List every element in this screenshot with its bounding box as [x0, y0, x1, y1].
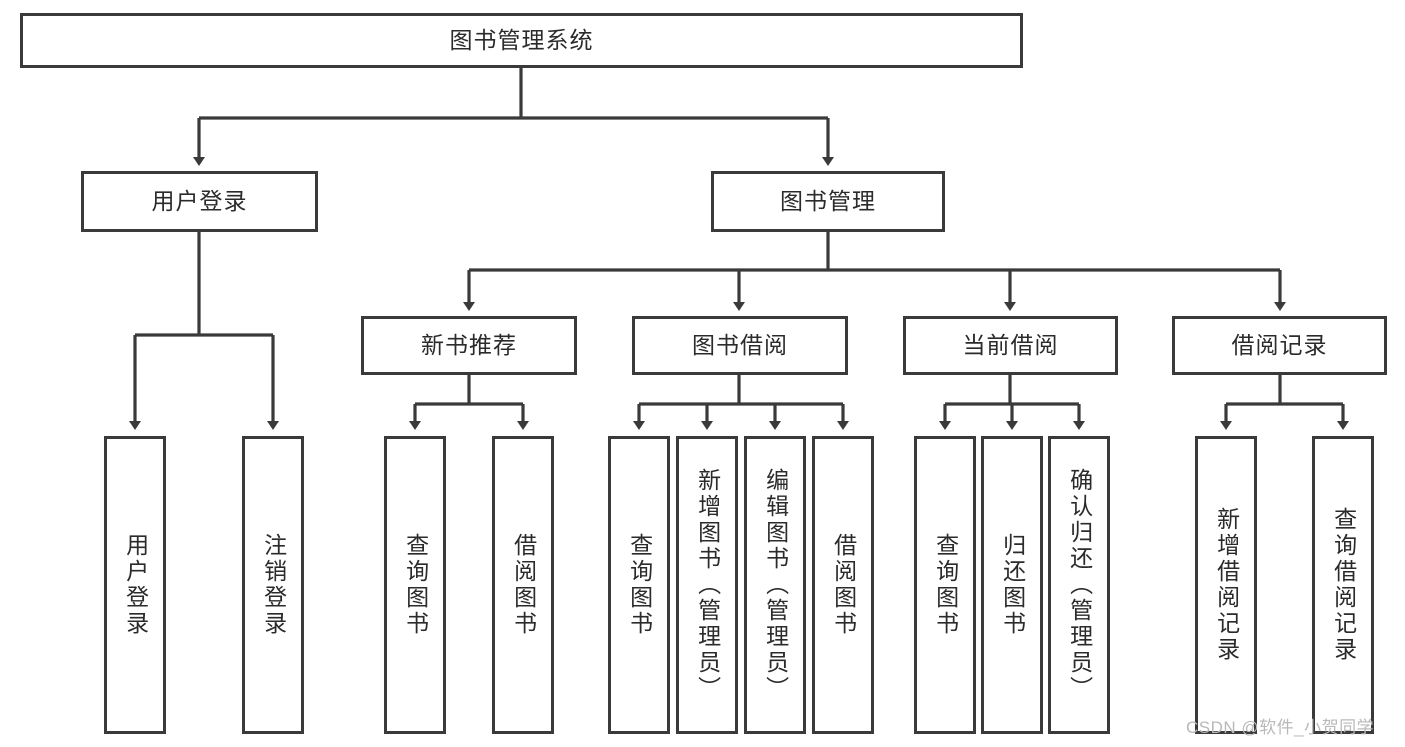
node-root-label: 图书管理系统: [449, 26, 594, 53]
leaf-borrow-book-1-label: 借阅图书: [510, 533, 537, 637]
watermark-text: CSDN @软件_小贺同学: [1186, 718, 1375, 737]
leaf-add-record[interactable]: 新增借阅记录: [1195, 436, 1257, 734]
node-user-login-label: 用户登录: [151, 187, 248, 214]
node-book-management-label: 图书管理: [780, 187, 876, 214]
leaf-edit-book[interactable]: 编辑图书（管理员）: [744, 436, 806, 734]
leaf-return-book[interactable]: 归还图书: [981, 436, 1043, 734]
node-current-borrow-label: 当前借阅: [962, 331, 1059, 358]
leaf-query-record-label: 查询借阅记录: [1330, 507, 1357, 663]
leaf-user-login[interactable]: 用户登录: [104, 436, 166, 734]
leaf-query-book-3-label: 查询图书: [932, 533, 959, 637]
leaf-add-book-label: 新增图书（管理员）: [694, 468, 721, 702]
node-borrow-record-label: 借阅记录: [1231, 331, 1328, 358]
node-new-book-recommend[interactable]: 新书推荐: [361, 316, 577, 375]
leaf-add-record-label: 新增借阅记录: [1213, 507, 1240, 663]
node-borrow-record[interactable]: 借阅记录: [1172, 316, 1387, 375]
node-root[interactable]: 图书管理系统: [20, 13, 1023, 68]
leaf-borrow-book-1[interactable]: 借阅图书: [492, 436, 554, 734]
leaf-confirm-return[interactable]: 确认归还（管理员）: [1048, 436, 1110, 734]
leaf-logout-login[interactable]: 注销登录: [242, 436, 304, 734]
leaf-query-book-1-label: 查询图书: [402, 533, 429, 637]
leaf-query-book-2-label: 查询图书: [626, 533, 653, 637]
leaf-query-book-1[interactable]: 查询图书: [384, 436, 446, 734]
leaf-return-book-label: 归还图书: [999, 533, 1026, 637]
leaf-user-login-label: 用户登录: [122, 533, 149, 637]
node-book-borrow[interactable]: 图书借阅: [632, 316, 848, 375]
leaf-confirm-return-label: 确认归还（管理员）: [1066, 468, 1093, 702]
node-book-management[interactable]: 图书管理: [711, 171, 945, 232]
leaf-logout-login-label: 注销登录: [260, 533, 287, 637]
node-book-borrow-label: 图书借阅: [692, 331, 788, 358]
leaf-query-book-3[interactable]: 查询图书: [914, 436, 976, 734]
leaf-add-book[interactable]: 新增图书（管理员）: [676, 436, 738, 734]
leaf-edit-book-label: 编辑图书（管理员）: [762, 468, 789, 702]
leaf-borrow-book-2[interactable]: 借阅图书: [812, 436, 874, 734]
leaf-query-book-2[interactable]: 查询图书: [608, 436, 670, 734]
node-user-login[interactable]: 用户登录: [81, 171, 318, 232]
leaf-borrow-book-2-label: 借阅图书: [830, 533, 857, 637]
leaf-query-record[interactable]: 查询借阅记录: [1312, 436, 1374, 734]
node-current-borrow[interactable]: 当前借阅: [903, 316, 1118, 375]
node-new-book-recommend-label: 新书推荐: [421, 331, 517, 358]
